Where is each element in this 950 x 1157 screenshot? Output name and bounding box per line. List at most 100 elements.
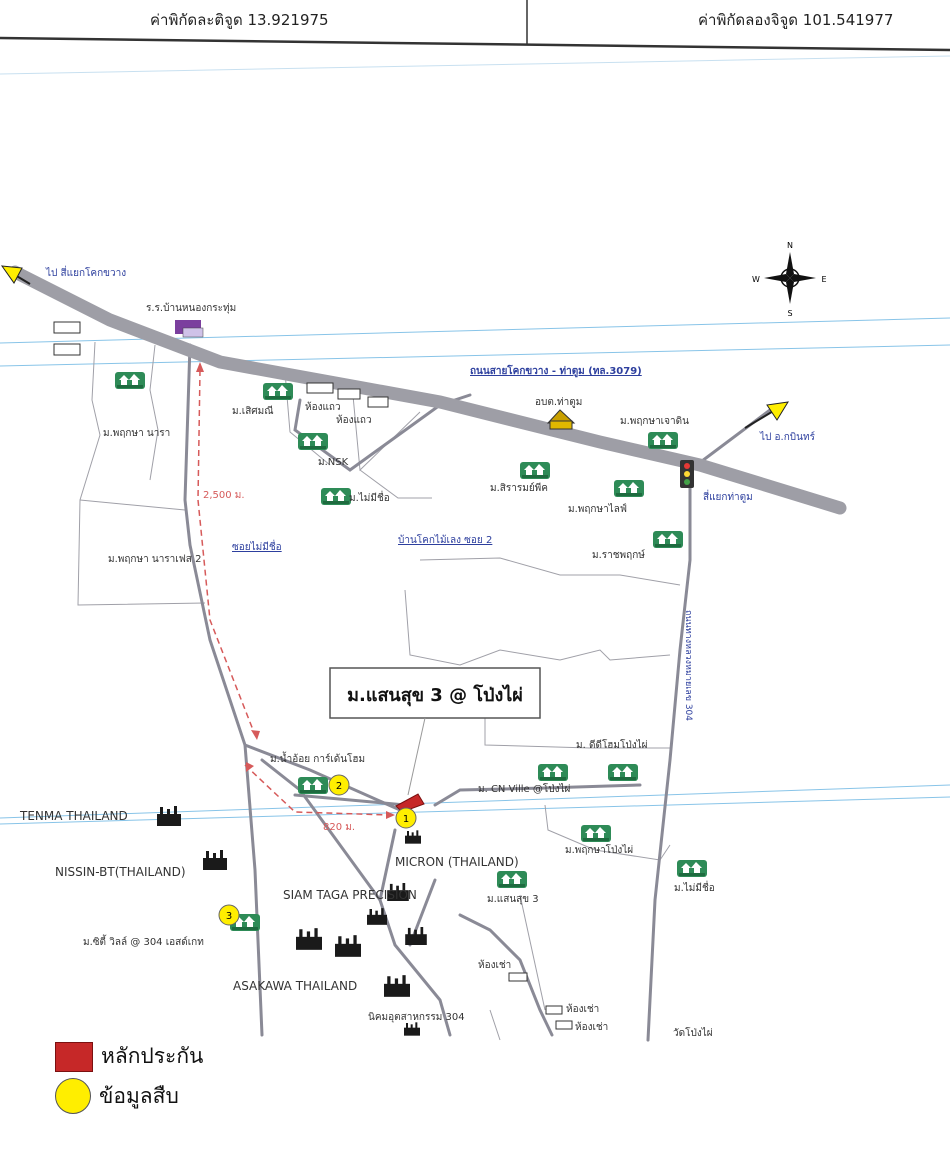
main-road-label: ถนนสายโคกขวาง - ท่าตูม (ทล.3079) bbox=[470, 364, 642, 378]
house-icon bbox=[497, 871, 527, 888]
siriwan-label: ม.สิรารมย์พีค bbox=[490, 482, 548, 494]
factory-icon bbox=[296, 928, 322, 950]
factory-icon bbox=[335, 935, 361, 957]
school-label: ร.ร.บ้านหนองกระทุ่ม bbox=[146, 302, 236, 314]
legend-red-square bbox=[55, 1041, 93, 1072]
comparable-marker-3: 3 bbox=[218, 904, 240, 926]
room-label: ห้องเช่า bbox=[575, 1021, 608, 1033]
house-icon bbox=[298, 777, 328, 794]
factory-icon bbox=[157, 806, 181, 826]
school-icon bbox=[175, 320, 204, 338]
svg-text:N: N bbox=[787, 241, 793, 250]
highway-304-label: ถนนทางหลวงหมายเลข 304 bbox=[683, 610, 693, 721]
route-arrowhead-3 bbox=[246, 762, 254, 772]
road-east-2 bbox=[408, 878, 437, 947]
house-icon bbox=[298, 433, 328, 450]
distance-routes bbox=[197, 369, 391, 816]
house-icon bbox=[538, 764, 568, 781]
comparable-marker-1: 1 bbox=[395, 807, 417, 829]
compass-rose: N S E W bbox=[752, 241, 826, 318]
route-arrowhead-2 bbox=[251, 730, 260, 740]
asakawa-label: ASAKAWA THAILAND bbox=[233, 979, 357, 993]
house-icon bbox=[520, 462, 550, 479]
svg-text:ม.แสนสุข 3 @ โป่งไผ่: ม.แสนสุข 3 @ โป่งไผ่ bbox=[347, 684, 523, 707]
house-icon bbox=[115, 372, 145, 389]
nissin-label: NISSIN-BT(THAILAND) bbox=[55, 865, 186, 879]
main-road bbox=[8, 265, 847, 515]
svg-text:2: 2 bbox=[336, 781, 342, 792]
house-icon bbox=[321, 488, 351, 505]
route-arrowhead-1 bbox=[196, 362, 204, 372]
road-south bbox=[378, 828, 452, 1037]
latitude-label: ค่าพิกัดละติจูด 13.921975 bbox=[150, 11, 329, 29]
highway-304 bbox=[646, 468, 692, 1042]
road-link-1 bbox=[243, 743, 402, 812]
dd-home-label: ม. ดีดีโฮมโป่งไผ่ bbox=[576, 738, 648, 751]
traffic-light-icon bbox=[680, 460, 694, 488]
svg-text:3: 3 bbox=[226, 911, 232, 922]
house-icon bbox=[581, 825, 611, 842]
arrow-northeast bbox=[744, 401, 789, 429]
legend-yellow-circle bbox=[55, 1078, 91, 1114]
factory-icon bbox=[405, 830, 421, 844]
arrow-northwest bbox=[0, 265, 31, 285]
pruksa-chaodin-label: ม.พฤกษาเจาดิน bbox=[620, 416, 689, 427]
siam-taga-label: SIAM TAGA PRECISION bbox=[283, 888, 417, 902]
city-ville-label: ม.ซิตี้ วิลล์ @ 304 เอสด์เกท bbox=[83, 934, 204, 948]
longitude-label: ค่าพิกัดลองจิจูด 101.541977 bbox=[698, 11, 894, 29]
distance-820-label: 820 ม. bbox=[323, 822, 355, 833]
svg-text:1: 1 bbox=[403, 814, 409, 825]
ratpruek-label: ม.ราชพฤกษ์ bbox=[592, 549, 645, 561]
m-sermsiri-label: ม.เสิศมณี bbox=[232, 405, 274, 417]
room-label: ห้องเช่า bbox=[566, 1003, 599, 1015]
industrial-label: นิคมอุตสาหกรรม 304 bbox=[368, 1012, 465, 1023]
no-name-label: ม.ไม่มีชื่อ bbox=[674, 880, 715, 894]
factory-icon bbox=[405, 927, 427, 945]
room-label: ห้องแถว bbox=[305, 401, 341, 413]
no-name-label: ม.ไม่มีชื่อ bbox=[349, 490, 390, 504]
road-south-2 bbox=[458, 913, 554, 1037]
government-building-icon bbox=[546, 409, 576, 430]
soi-label: ซอยไม่มีชื่อ bbox=[232, 539, 282, 553]
factory-icon bbox=[203, 850, 227, 870]
house-icon bbox=[263, 383, 293, 400]
legend-collateral: หลักประกัน bbox=[55, 1040, 203, 1073]
road-west bbox=[183, 343, 264, 1037]
house-icon bbox=[608, 764, 638, 781]
wat-label: วัดโป่งไผ่ bbox=[673, 1026, 713, 1039]
nsk-label: ม.NSK bbox=[318, 457, 349, 468]
house-icon bbox=[653, 531, 683, 548]
header-line bbox=[0, 36, 950, 52]
land-plots bbox=[77, 341, 681, 1041]
grid-line-3 bbox=[0, 784, 950, 819]
factory-icon bbox=[384, 975, 410, 997]
factory-icon bbox=[404, 1022, 420, 1036]
road-link-2 bbox=[293, 793, 407, 807]
svg-text:W: W bbox=[752, 275, 760, 284]
cn-ville-label: ม. CN Ville @โป่งไผ่ bbox=[478, 782, 571, 795]
pruksa-nara2-label: ม.พฤกษา นาราเฟส 2 bbox=[108, 554, 201, 565]
faint-line bbox=[0, 55, 950, 75]
legend-comparable: ข้อมูลสืบ bbox=[55, 1078, 179, 1114]
distance-2500-label: 2,500 ม. bbox=[203, 490, 245, 501]
to-khokkhwang-label: ไป สี่แยกโคกขวาง bbox=[45, 265, 126, 279]
room-label: ห้องแถว bbox=[336, 414, 372, 426]
route-arrowhead-4 bbox=[386, 811, 395, 819]
legend-collateral-label: หลักประกัน bbox=[101, 1044, 204, 1068]
pruksa-nara-label: ม.พฤกษา นารา bbox=[103, 428, 170, 439]
comparable-marker-2: 2 bbox=[328, 774, 350, 796]
main-project-callout: ม.แสนสุข 3 @ โป่งไผ่ bbox=[329, 667, 541, 796]
svg-text:E: E bbox=[821, 275, 826, 284]
grid-line-2 bbox=[0, 344, 950, 367]
namoy-label: ม.น้ำอ้อย การ์เด้นโฮม bbox=[270, 751, 365, 765]
pruksa-pongpai-label: ม.พฤกษาโป่งไผ่ bbox=[565, 843, 633, 856]
road-east bbox=[433, 783, 642, 807]
house-icon bbox=[648, 432, 678, 449]
svg-text:S: S bbox=[787, 309, 792, 318]
to-kabinburi-label: ไป อ.กบินทร์ bbox=[759, 431, 816, 443]
intersection-label: สี่แยกท่าตูม bbox=[703, 489, 753, 503]
pruksa-ville-label: ม.พฤกษาไลฟ์ bbox=[568, 503, 627, 515]
saensuk3-label: ม.แสนสุข 3 bbox=[487, 894, 539, 905]
building-boxes bbox=[53, 321, 573, 1030]
